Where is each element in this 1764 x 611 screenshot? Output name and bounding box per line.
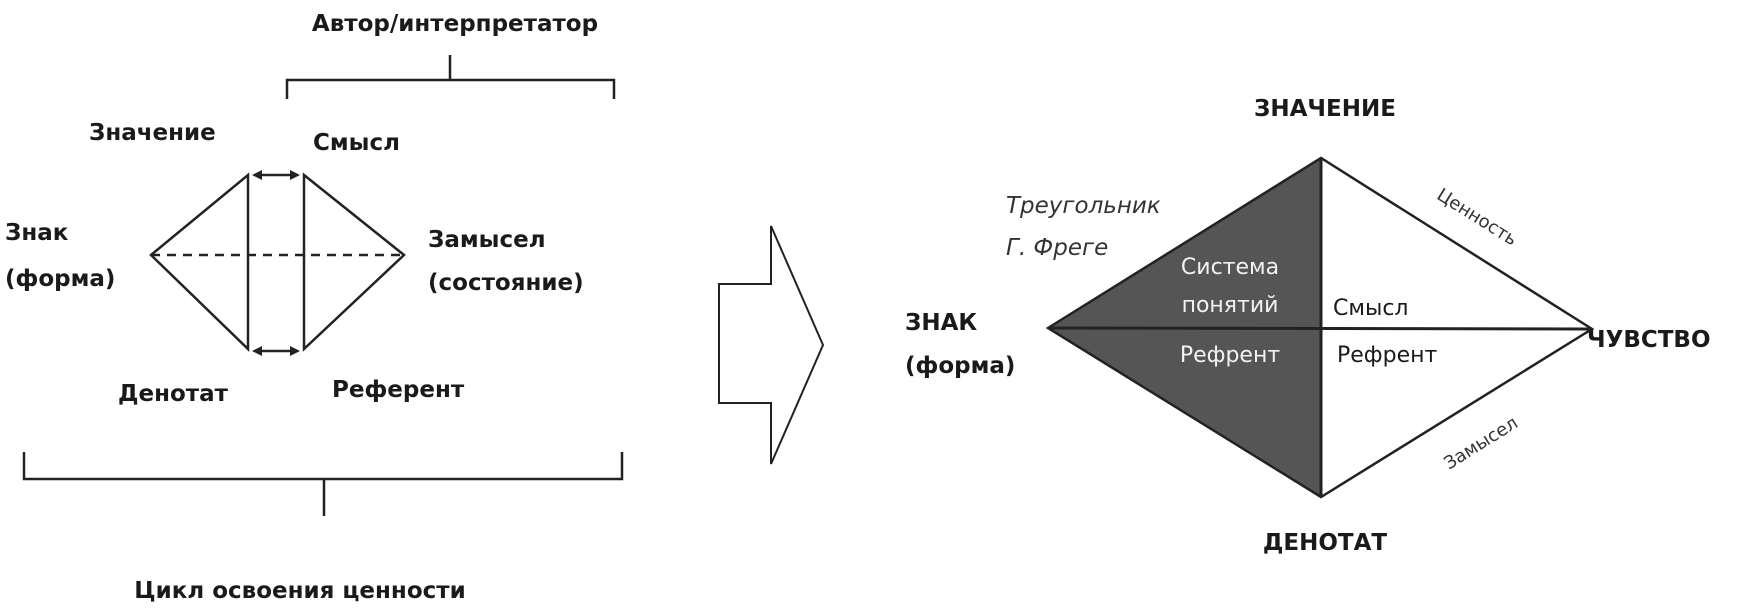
frege-triangle-label: Треугольник	[1006, 193, 1161, 219]
denotat-label: Денотат	[118, 381, 229, 407]
top-double-arrow	[252, 170, 300, 180]
frege-name-label: Г. Фреге	[1006, 235, 1108, 261]
sign-vertex-label: ЗНАК	[905, 310, 977, 336]
intent-edge-label: Замысел	[1440, 412, 1521, 474]
denotat-vertex-label: ДЕНОТАТ	[1263, 530, 1387, 556]
sign-label: Знак	[5, 220, 69, 246]
sense-quadrant-label: Смысл	[1333, 296, 1409, 321]
author-interpreter-label: Автор/интерпретатор	[312, 11, 598, 37]
concept-system-label-2: понятий	[1182, 293, 1279, 318]
sign-form-label: (форма)	[5, 266, 115, 292]
refrent-light-label: Рефрент	[1337, 343, 1437, 368]
left-diagram: Автор/интерпретатор Значение Смысл Знак …	[5, 11, 624, 604]
value-edge-label: Ценность	[1433, 184, 1521, 250]
meaning-vertex-label: ЗНАЧЕНИЕ	[1254, 96, 1396, 122]
transition-arrow-icon	[718, 225, 825, 465]
right-triangle	[302, 172, 406, 352]
right-diagram: ЗНАЧЕНИЕ ДЕНОТАТ ЗНАК (форма) ЧУВСТВО Тр…	[905, 96, 1711, 556]
left-triangle	[149, 172, 250, 352]
refrent-dark-label: Рефрент	[1180, 343, 1280, 368]
referent-label: Референт	[332, 377, 465, 403]
bottom-brace	[22, 452, 624, 516]
sense-label: Смысл	[313, 130, 400, 156]
intent-label: Замысел	[428, 227, 546, 253]
concept-system-label: Система	[1181, 255, 1279, 280]
top-brace	[285, 55, 616, 99]
bottom-double-arrow	[252, 346, 300, 356]
sign-form-vertex-label: (форма)	[905, 353, 1015, 379]
feeling-vertex-label: ЧУВСТВО	[1587, 327, 1711, 353]
intent-state-label: (состояние)	[428, 270, 584, 296]
cycle-label: Цикл освоения ценности	[134, 578, 465, 604]
meaning-label: Значение	[89, 120, 216, 146]
